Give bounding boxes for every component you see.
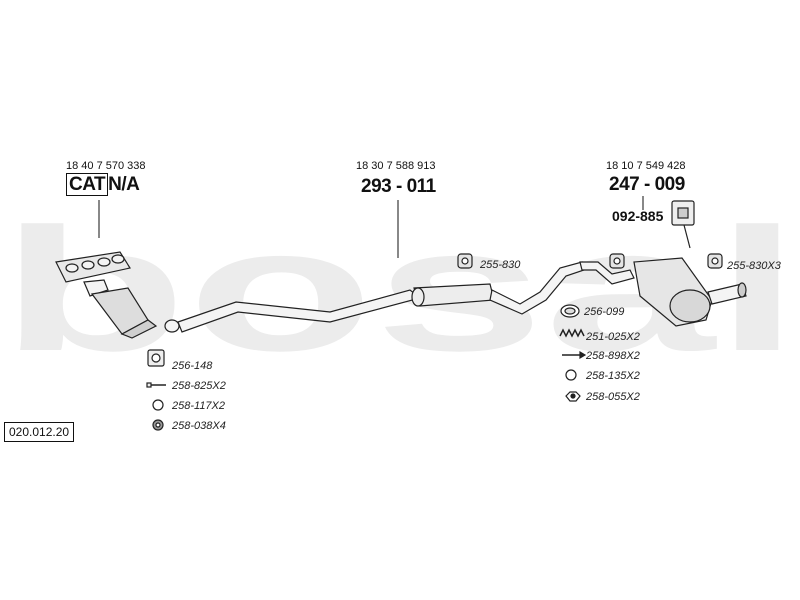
rear-part-1[interactable]: 256-099: [584, 306, 625, 318]
nut-icon: [152, 419, 164, 431]
manifold-catalyst[interactable]: [55, 251, 158, 339]
rear-part-3[interactable]: 258-898X2: [586, 350, 640, 362]
hex-nut-icon: [565, 391, 581, 402]
front-part-4[interactable]: 258-038X4: [172, 420, 226, 432]
hanger-label-rear[interactable]: 255-830X3: [727, 260, 781, 272]
hanger-icon-rear-right[interactable]: [707, 253, 723, 269]
cat-label: CAT: [66, 173, 109, 196]
rear-oe-number: 18 10 7 549 428: [606, 160, 686, 172]
rear-part-2[interactable]: 251-025X2: [586, 331, 640, 343]
rear-silencer[interactable]: [633, 257, 747, 327]
middle-part-number[interactable]: 293 - 011: [361, 176, 436, 197]
middle-oe-number: 18 30 7 588 913: [356, 160, 436, 172]
bolt-icon: [146, 382, 166, 388]
seal-ring-icon: [560, 304, 580, 318]
hanger-icon-mid[interactable]: [457, 253, 473, 269]
front-part-1[interactable]: 256-148: [172, 360, 213, 372]
diagram-reference: 020.012.20: [4, 422, 75, 442]
hanger-icon-rear-left[interactable]: [609, 253, 625, 269]
front-part-2[interactable]: 258-825X2: [172, 380, 226, 392]
na-label: N/A: [108, 174, 140, 195]
washer-icon: [565, 369, 577, 381]
gasket-icon: [147, 349, 165, 367]
long-bolt-icon: [562, 350, 587, 360]
rear-part-4[interactable]: 258-135X2: [586, 370, 640, 382]
ring-icon: [152, 399, 164, 411]
middle-silencer[interactable]: [411, 261, 585, 315]
rear-part-5[interactable]: 258-055X2: [586, 391, 640, 403]
front-oe-number: 18 40 7 570 338: [66, 160, 146, 172]
spring-icon: [559, 328, 585, 338]
mount-bracket-icon[interactable]: [671, 200, 695, 249]
rear-mount-number[interactable]: 092-885: [612, 208, 664, 224]
rear-pipe[interactable]: [579, 261, 635, 285]
front-part-3[interactable]: 258-117X2: [172, 400, 226, 412]
rear-part-number[interactable]: 247 - 009: [609, 174, 685, 195]
hanger-label-mid[interactable]: 255-830: [480, 259, 521, 271]
